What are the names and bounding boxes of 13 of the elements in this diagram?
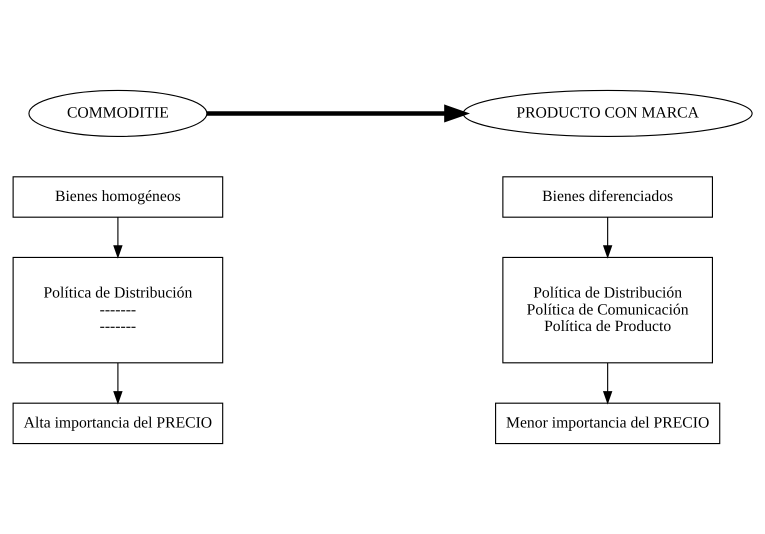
arrow bbox=[602, 217, 612, 259]
node-ellipse: COMMODITIE bbox=[28, 90, 208, 137]
node-box: Alta importancia del PRECIO bbox=[12, 402, 224, 444]
node-box: Política de Distribución Política de Comunicación Política de Producto bbox=[502, 256, 713, 364]
arrow bbox=[602, 362, 612, 405]
node-ellipse: PRODUCTO CON MARCA bbox=[462, 90, 753, 137]
node-box: Bienes diferenciados bbox=[502, 176, 713, 218]
node-box: Bienes homogéneos bbox=[12, 176, 224, 218]
arrow bbox=[206, 104, 470, 122]
node-box: Menor importancia del PRECIO bbox=[495, 402, 720, 444]
node-box: Política de Distribución ------- ------- bbox=[12, 256, 224, 364]
arrow bbox=[113, 217, 123, 259]
arrow bbox=[113, 362, 123, 405]
